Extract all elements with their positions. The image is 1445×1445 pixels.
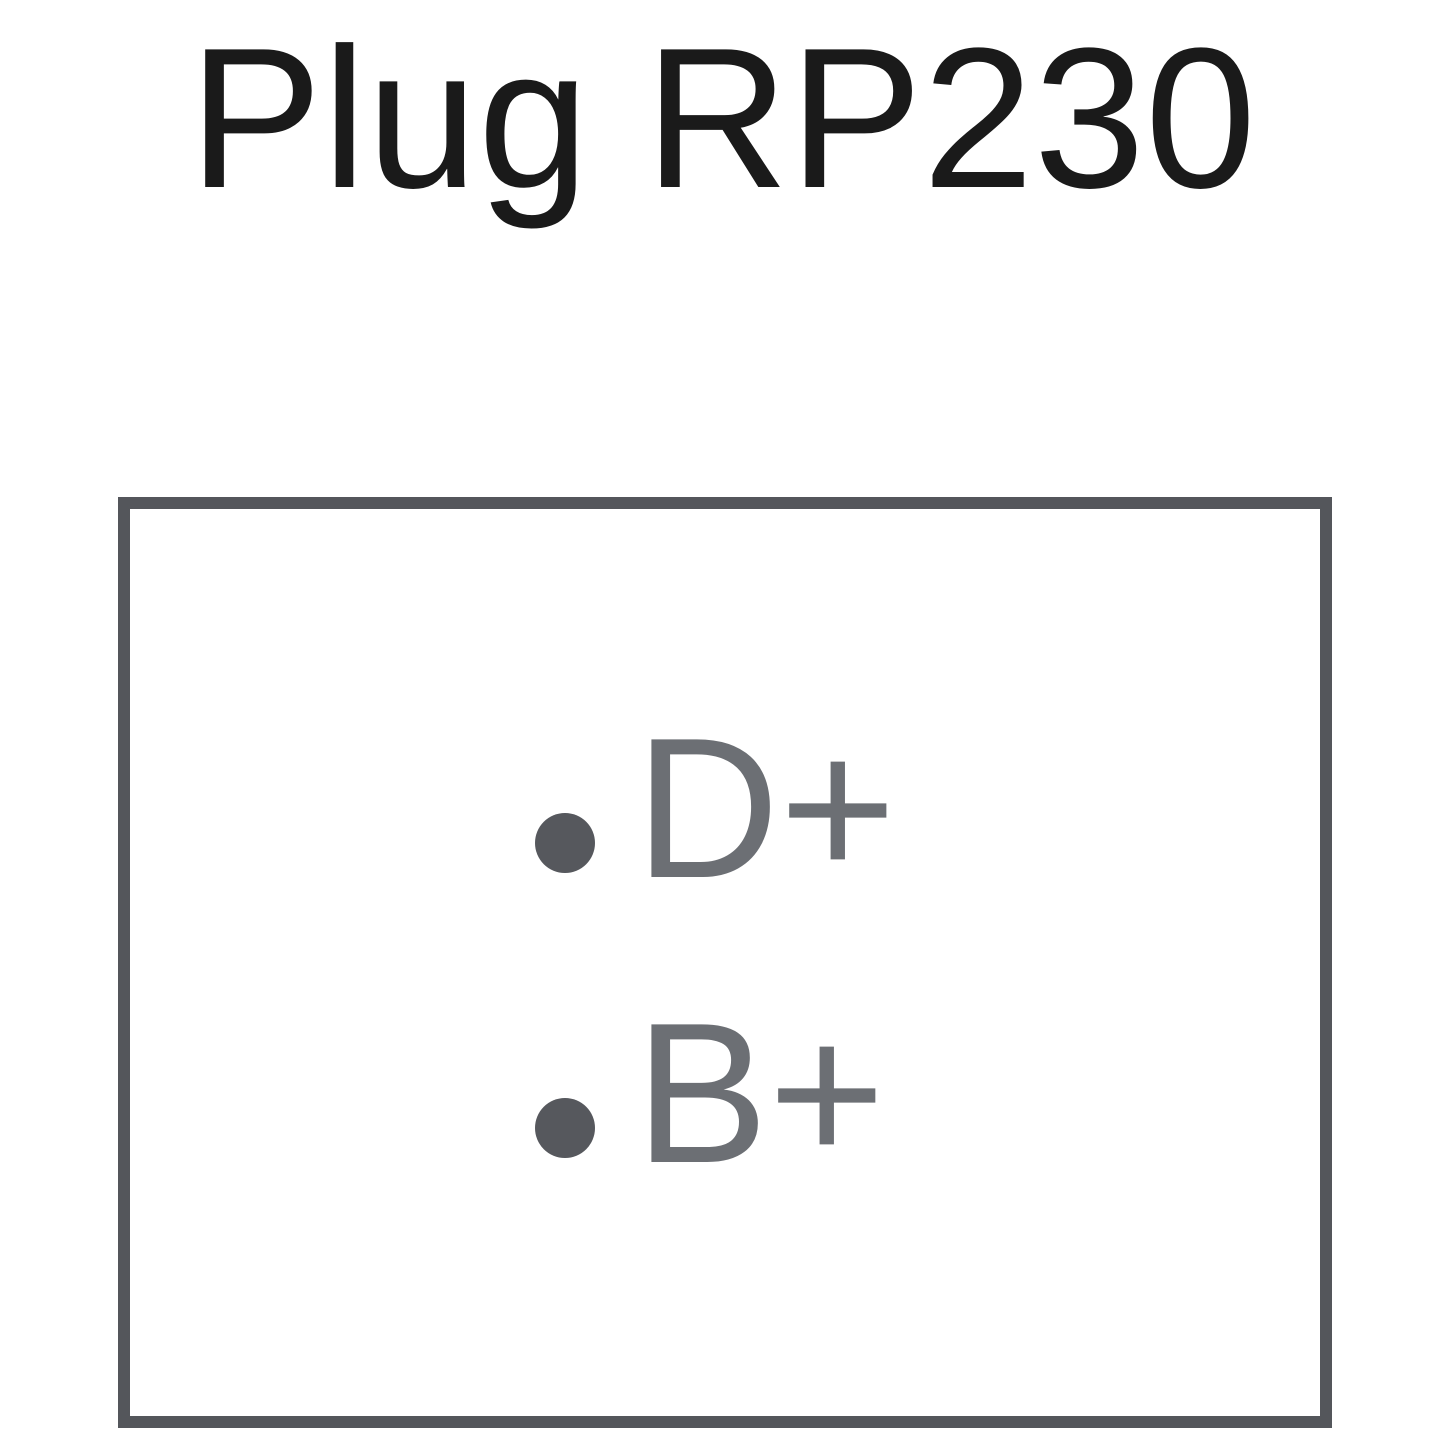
pin-label-d-plus: D+	[635, 697, 897, 920]
pin-b-plus: B+	[535, 994, 885, 1194]
pin-dot-icon	[535, 813, 595, 873]
pin-d-plus: D+	[535, 709, 896, 909]
pin-label-b-plus: B+	[635, 982, 886, 1205]
diagram-title: Plug RP230	[188, 7, 1257, 230]
plug-outline-box	[118, 497, 1332, 1428]
pin-dot-icon	[535, 1098, 595, 1158]
